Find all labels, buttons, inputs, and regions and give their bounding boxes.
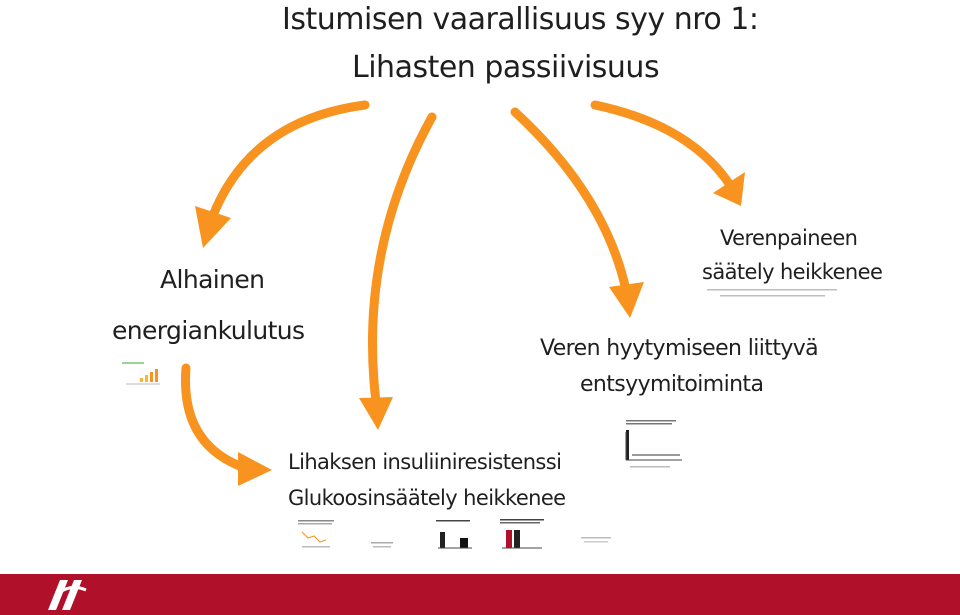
node-clotting-line2: entsyymitoiminta [580, 372, 764, 397]
energy-mini-chart-graphic [122, 362, 160, 385]
insulin-mini-chart-2 [434, 518, 474, 552]
node-energy-line2: energiankulutus [112, 316, 305, 345]
clotting-mini-chart-graphic [625, 420, 682, 468]
insulin-mini-chart-2-graphic [436, 520, 472, 549]
node-insulin-line2: Glukoosinsäätely heikkenee [288, 486, 566, 510]
arrow-to-clotting [510, 107, 631, 295]
bp-mini-caption-graphic [707, 289, 837, 297]
arrowhead-energy-insulin [238, 452, 272, 486]
arrow-to-energy [207, 100, 370, 223]
diagram-title-line1: Istumisen vaarallisuus syy nro 1: [282, 2, 759, 37]
node-bp-line1: Verenpaineen [720, 226, 858, 250]
bp-mini-caption [705, 285, 840, 299]
clotting-mini-chart [612, 418, 688, 470]
arrow-to-insulin [368, 112, 437, 407]
arrowhead-energy [195, 206, 231, 248]
arrowhead-clotting [609, 282, 644, 318]
diagram-title-line2: Lihasten passiivisuus [352, 50, 660, 85]
arrowhead-bp [713, 172, 745, 206]
energy-mini-chart [120, 360, 165, 388]
insulin-mini-caption-2-graphic [581, 537, 611, 543]
node-energy-line1: Alhainen [160, 265, 265, 294]
insulin-mini-caption-2 [580, 530, 612, 543]
insulin-mini-caption [370, 534, 395, 548]
insulin-mini-chart-1-graphic [298, 520, 334, 548]
node-bp-line2: säätely heikkenee [702, 260, 883, 284]
insulin-mini-chart-3-graphic [500, 519, 544, 549]
node-insulin-line1: Lihaksen insuliiniresistenssi [288, 450, 562, 474]
arrowhead-insulin [359, 397, 393, 430]
arrow-to-bp [590, 100, 735, 190]
arrow-energy-to-insulin [180, 363, 250, 473]
university-logo-icon [48, 580, 87, 610]
insulin-mini-chart-3 [498, 518, 546, 552]
insulin-mini-chart-1 [296, 518, 336, 550]
node-clotting-line1: Veren hyytymiseen liittyvä [540, 336, 819, 361]
footer-bar [0, 574, 960, 615]
insulin-mini-caption-graphic [371, 542, 393, 548]
